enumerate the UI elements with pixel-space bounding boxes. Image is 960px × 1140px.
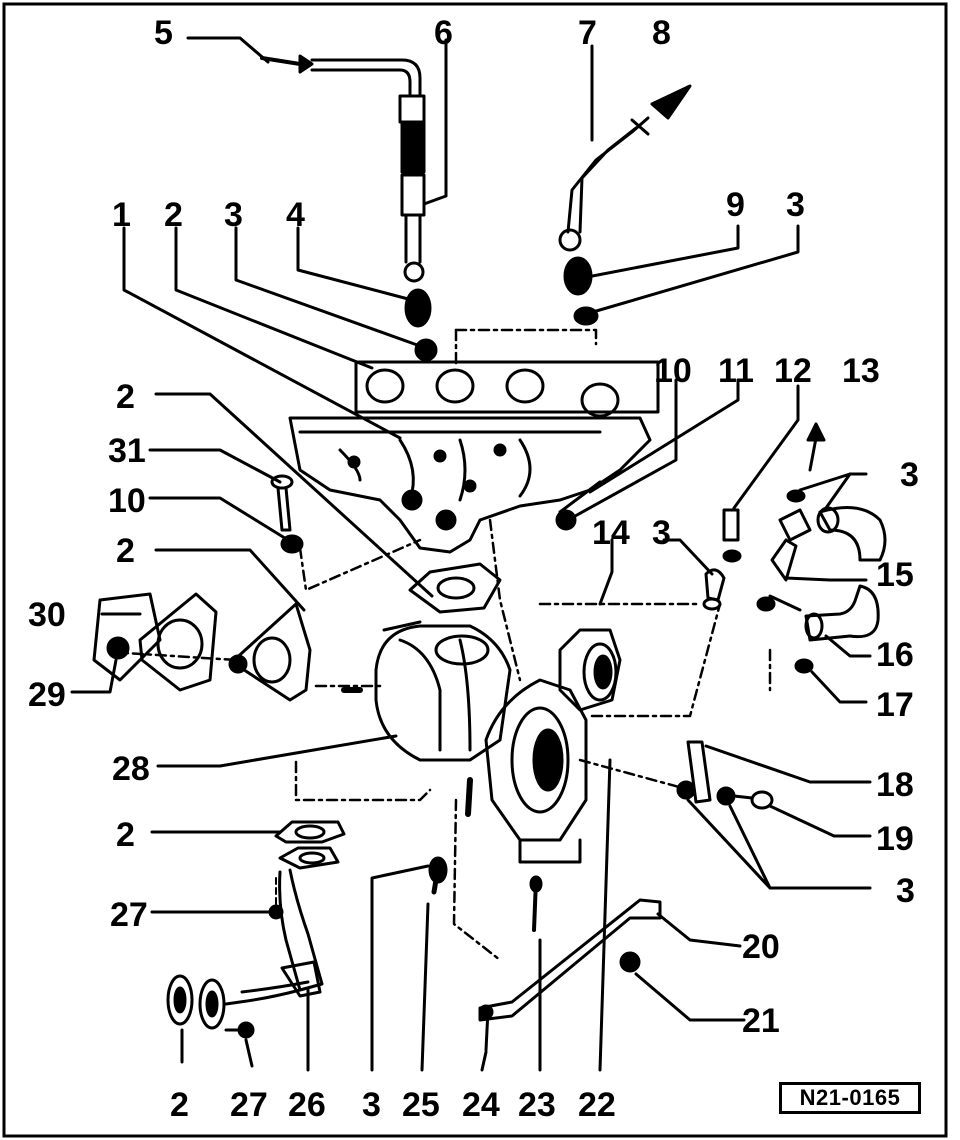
bracket-18	[676, 740, 774, 810]
callout-2: 2	[170, 1086, 189, 1124]
figure-reference-code: N21-0165	[779, 1082, 921, 1114]
callout-22: 22	[578, 1086, 616, 1124]
callout-15: 15	[876, 556, 914, 594]
callout-5: 5	[154, 14, 173, 52]
callout-16: 16	[876, 636, 914, 674]
lower-oil-pipe	[166, 820, 346, 1039]
callout-18: 18	[876, 766, 914, 804]
callout-19: 19	[876, 820, 914, 858]
callout-4: 4	[286, 196, 305, 234]
callout-10: 10	[654, 352, 692, 390]
callout-2: 2	[116, 532, 135, 570]
callout-3: 3	[362, 1086, 381, 1124]
callout-27: 27	[230, 1086, 268, 1124]
manifold-gasket	[354, 360, 660, 418]
callout-27: 27	[110, 896, 148, 934]
callout-21: 21	[742, 1002, 780, 1040]
callout-7: 7	[578, 14, 597, 52]
callout-2: 2	[164, 196, 183, 234]
oil-return-fittings	[702, 422, 887, 692]
callout-24: 24	[462, 1086, 500, 1124]
callout-3: 3	[224, 196, 243, 234]
callout-10: 10	[108, 482, 146, 520]
support-bracket	[478, 898, 662, 1052]
oil-return-pipe	[558, 84, 692, 326]
callout-2: 2	[116, 816, 135, 854]
callout-25: 25	[402, 1086, 440, 1124]
oil-supply-pipe	[186, 36, 438, 362]
callout-3: 3	[896, 872, 915, 910]
callout-12: 12	[774, 352, 812, 390]
flange-gaskets	[92, 592, 312, 702]
callout-29: 29	[28, 676, 66, 714]
callout-8: 8	[652, 14, 671, 52]
callout-26: 26	[288, 1086, 326, 1124]
callout-23: 23	[518, 1086, 556, 1124]
callout-14: 14	[592, 514, 630, 552]
callout-31: 31	[108, 432, 146, 470]
callout-1: 1	[112, 196, 131, 234]
callout-3: 3	[900, 456, 919, 494]
callout-17: 17	[876, 686, 914, 724]
callout-3: 3	[786, 186, 805, 224]
callout-13: 13	[842, 352, 880, 390]
turbo-inlet-gasket	[408, 562, 502, 614]
callout-9: 9	[726, 186, 745, 224]
stud-31	[270, 474, 304, 554]
callout-11: 11	[718, 352, 754, 390]
leader-lines	[70, 38, 872, 1072]
callout-6: 6	[434, 14, 453, 52]
callout-3: 3	[652, 514, 671, 552]
exhaust-manifold	[288, 416, 652, 554]
callout-28: 28	[112, 750, 150, 788]
callout-20: 20	[742, 928, 780, 966]
callout-2: 2	[116, 378, 135, 416]
turbocharger	[374, 620, 622, 864]
callout-30: 30	[28, 596, 66, 634]
